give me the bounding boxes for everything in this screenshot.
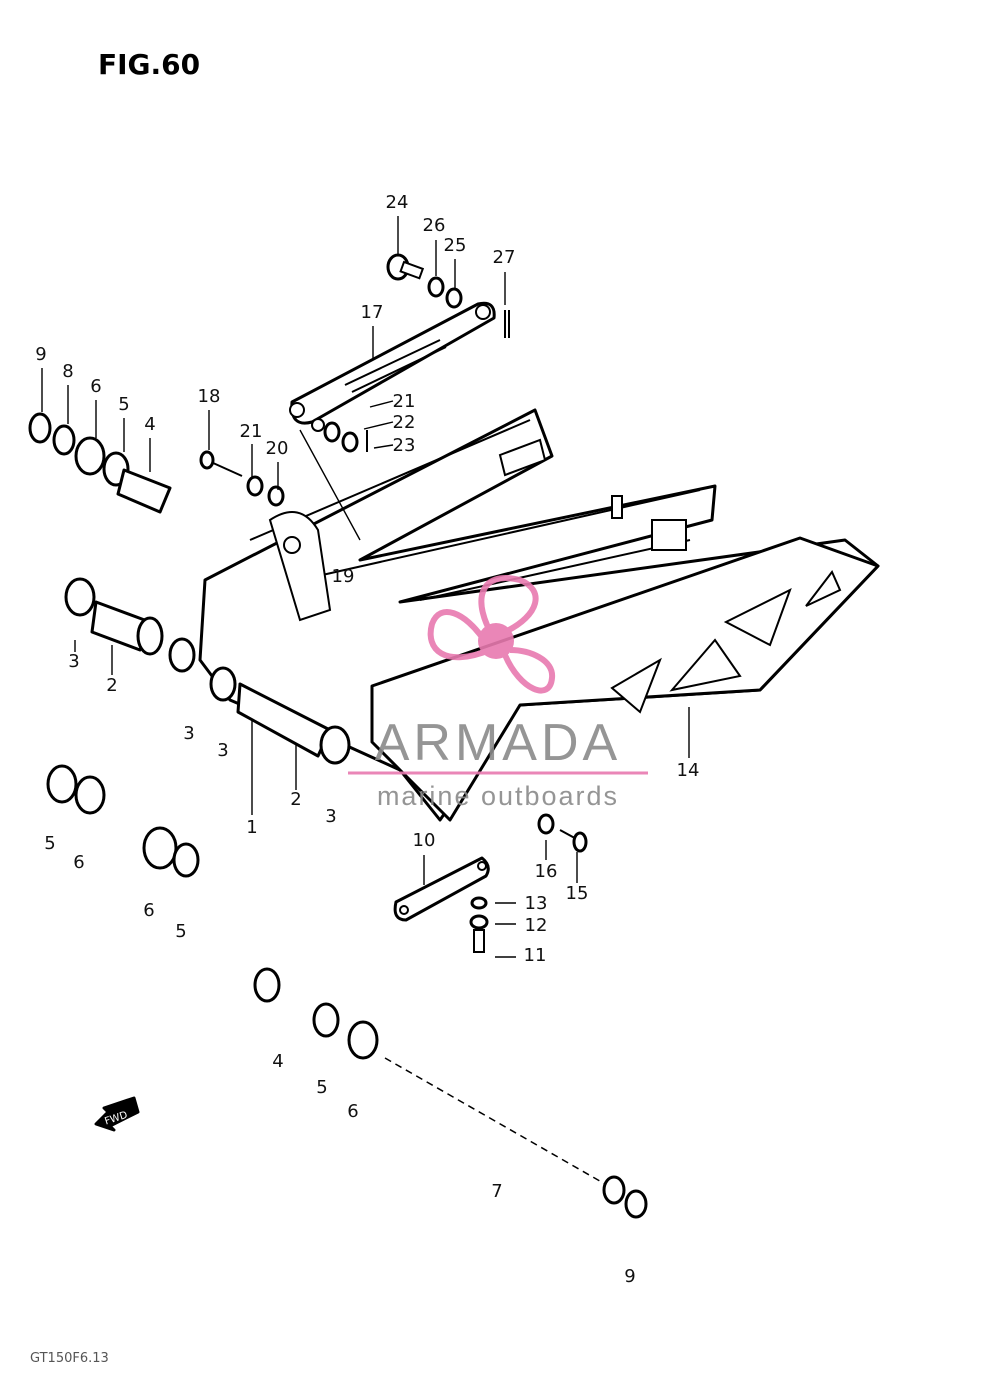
callout-18: 18 — [198, 386, 221, 407]
figure-code: GT150F6.13 — [30, 1351, 109, 1366]
torque-link — [289, 301, 496, 432]
watermark-brand: ARMADA — [375, 714, 621, 772]
propeller-logo-icon — [427, 575, 556, 694]
callout-3: 3 — [68, 651, 79, 672]
callout-26: 26 — [423, 215, 446, 236]
chain-case — [370, 536, 880, 822]
bracket-fasteners — [469, 813, 588, 953]
callout-10: 10 — [413, 830, 436, 851]
callout-14: 14 — [677, 760, 700, 781]
callout-17: 17 — [361, 302, 384, 323]
callout-4: 4 — [144, 414, 155, 435]
callout-6: 6 — [347, 1101, 358, 1122]
callout-24: 24 — [386, 192, 409, 213]
callout-23: 23 — [393, 435, 416, 456]
callout-11: 11 — [524, 945, 547, 966]
swing-arm — [198, 408, 880, 822]
callout-12: 12 — [525, 915, 548, 936]
callout-19: 19 — [332, 566, 355, 587]
figure-title: FIG.60 — [98, 48, 200, 81]
callout-27: 27 — [493, 247, 516, 268]
callout-4: 4 — [272, 1051, 283, 1072]
callout-5: 5 — [175, 921, 186, 942]
bolt-18-assembly — [199, 450, 285, 507]
pivot-shaft-lower — [253, 967, 648, 1219]
callout-6: 6 — [143, 900, 154, 921]
watermark: ARMADA marine outboards — [348, 575, 648, 811]
leader-lines — [41, 216, 690, 958]
callout-1: 1 — [246, 817, 257, 838]
callout-15: 15 — [566, 883, 589, 904]
callout-3: 3 — [217, 740, 228, 761]
callout-9: 9 — [624, 1266, 635, 1287]
callout-6: 6 — [90, 376, 101, 397]
callout-22: 22 — [393, 412, 416, 433]
torque-link-lower-hardware — [323, 421, 368, 453]
callout-16: 16 — [535, 861, 558, 882]
callout-2: 2 — [106, 675, 117, 696]
callout-25: 25 — [444, 235, 467, 256]
callout-5: 5 — [44, 833, 55, 854]
pivot-hardware-lower-left — [46, 764, 200, 878]
pivot-hardware-left — [28, 412, 172, 514]
chain-guard-bracket — [393, 856, 490, 922]
callout-2: 2 — [290, 789, 301, 810]
callout-3: 3 — [183, 723, 194, 744]
callout-9: 9 — [35, 344, 46, 365]
callout-6: 6 — [73, 852, 84, 873]
callout-3: 3 — [325, 806, 336, 827]
callout-7: 7 — [491, 1181, 502, 1202]
callout-13: 13 — [525, 893, 548, 914]
callout-21: 21 — [240, 421, 263, 442]
fwd-arrow-icon: FWD — [94, 1096, 140, 1132]
callout-21: 21 — [393, 391, 416, 412]
exploded-parts: FWD — [28, 253, 880, 1219]
callout-5: 5 — [316, 1077, 327, 1098]
callout-5: 5 — [118, 394, 129, 415]
callout-8: 8 — [62, 361, 73, 382]
callout-20: 20 — [266, 438, 289, 459]
torque-link-bolt — [386, 253, 510, 338]
pivot-bushings — [64, 577, 351, 765]
watermark-tagline: marine outboards — [377, 781, 619, 811]
